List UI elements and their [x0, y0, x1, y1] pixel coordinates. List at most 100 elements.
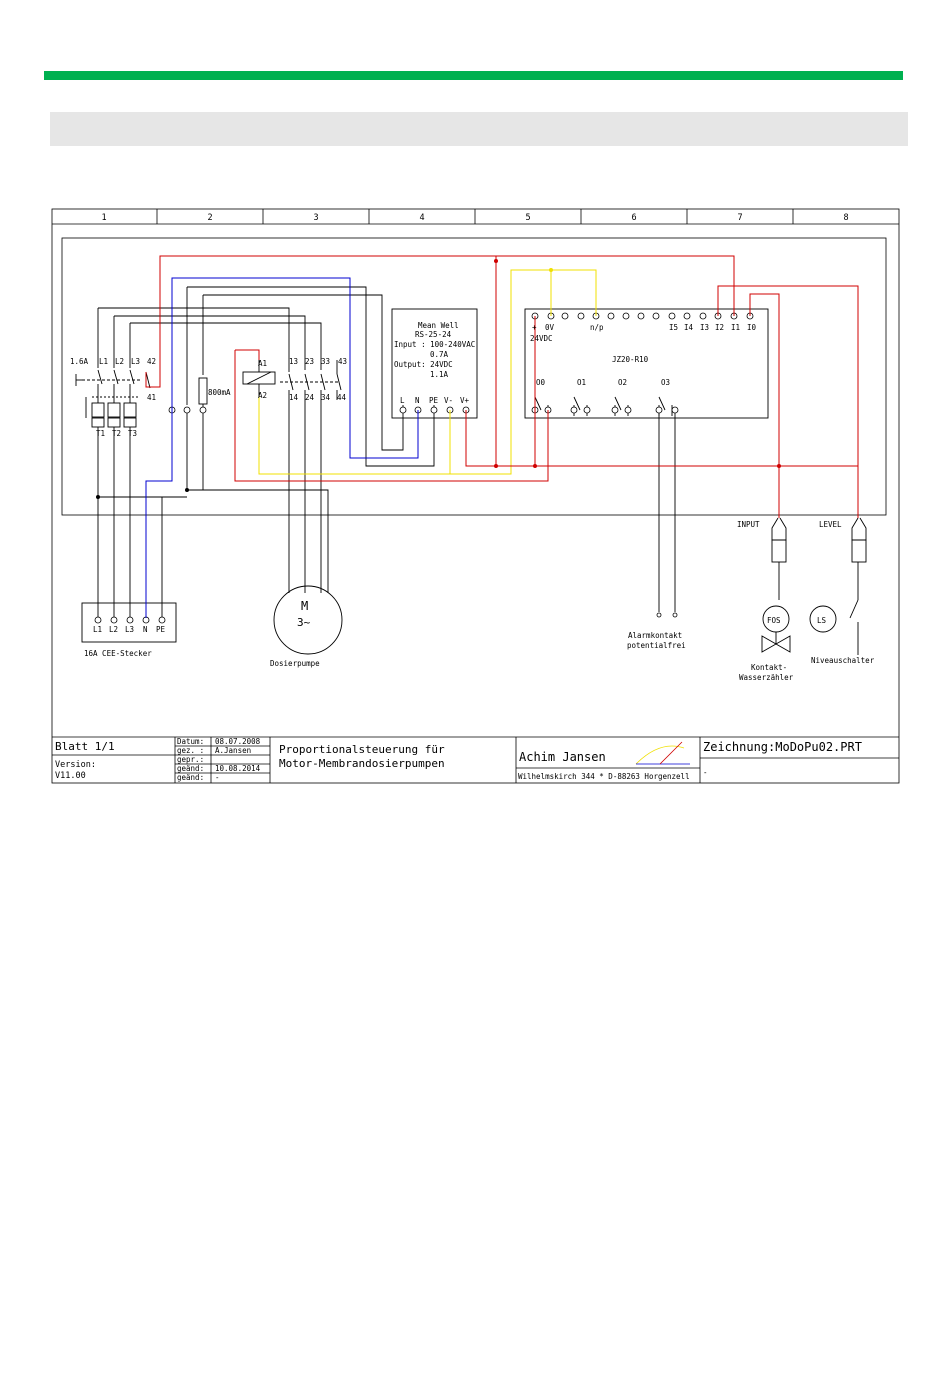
- breaker-out-t2: T2: [112, 429, 121, 438]
- plug-l1: L1: [93, 625, 102, 634]
- version-value: V11.00: [55, 771, 86, 781]
- contact-23: 23: [305, 357, 314, 366]
- contact-14: 14: [289, 393, 299, 402]
- level-switch-symbol: LS: [817, 616, 827, 625]
- datum-value: 08.07.2008: [215, 737, 261, 746]
- blue-wiring: [145, 277, 419, 618]
- geaend2-value: -: [215, 773, 220, 782]
- psu-output: Output: 24VDC: [394, 360, 453, 369]
- column-number: 1: [101, 213, 106, 223]
- breaker-aux-out: 41: [147, 393, 156, 402]
- alarm-line1: Alarmkontakt: [628, 631, 682, 640]
- psu-vplus: V+: [460, 396, 470, 405]
- plc-i1: I1: [731, 323, 740, 332]
- breaker-out-t1: T1: [96, 429, 105, 438]
- column-number: 4: [419, 213, 424, 223]
- junction-dots-black: [96, 488, 189, 499]
- breaker-in-l2: L2: [115, 357, 124, 366]
- subheader-bar: [50, 112, 908, 146]
- psu-model: RS-25-24: [415, 330, 452, 339]
- plc-i4: I4: [684, 323, 694, 332]
- motor-label: Dosierpumpe: [270, 659, 320, 668]
- column-number: 5: [525, 213, 530, 223]
- input-label: INPUT: [737, 520, 760, 529]
- plug-l3: L3: [125, 625, 134, 634]
- breaker-aux-in: 42: [147, 357, 156, 366]
- plc-o3: O3: [661, 378, 670, 387]
- plc-supply: 24VDC: [530, 334, 553, 343]
- gepr-label: gepr.:: [177, 755, 204, 764]
- breaker-labels: 1.6A L1 L2 L3 42 41 T1 T2 T3 800mA: [70, 357, 231, 438]
- title-block-text: Blatt 1/1 Version: V11.00 Datum: 08.07.2…: [55, 737, 862, 782]
- plc-o1: O1: [577, 378, 586, 387]
- plug-l2: L2: [109, 625, 118, 634]
- psu-output-current: 1.1A: [430, 370, 449, 379]
- contact-44: 44: [337, 393, 347, 402]
- psu-n: N: [415, 396, 420, 405]
- flowmeter-symbol: FOS: [767, 616, 781, 625]
- column-number: 8: [843, 213, 848, 223]
- breaker-rating: 1.6A: [70, 357, 89, 366]
- coil-a1: A1: [258, 359, 267, 368]
- level-label: LEVEL: [819, 520, 842, 529]
- psu-l: L: [400, 396, 405, 405]
- psu-input: Input : 100-240VAC: [394, 340, 475, 349]
- title-line2: Motor-Membrandosierpumpen: [279, 757, 445, 770]
- gez-label: gez. :: [177, 746, 204, 755]
- plc-i0: I0: [747, 323, 757, 332]
- coil-a2: A2: [258, 391, 267, 400]
- gez-value: A.Jansen: [215, 746, 251, 755]
- drawing-note: -: [703, 768, 708, 777]
- psu-pe: PE: [429, 396, 439, 405]
- column-number: 2: [207, 213, 212, 223]
- motor-symbol: M: [301, 599, 308, 613]
- alarm-line2: potentialfrei: [627, 641, 686, 650]
- drawing-name: Zeichnung:MoDoPu02.PRT: [703, 740, 862, 754]
- contact-33: 33: [321, 357, 330, 366]
- plc-np: n/p: [590, 323, 604, 332]
- plc-i3: I3: [700, 323, 709, 332]
- flowmeter-line1: Kontakt-: [751, 663, 787, 672]
- geaend2-label: geänd:: [177, 773, 204, 782]
- column-number: 3: [313, 213, 318, 223]
- breaker-out-t3: T3: [128, 429, 137, 438]
- column-numbers: 1 2 3 4 5 6 7 8: [101, 213, 848, 223]
- plc-labels: + 0V n/p 24VDC I5 I4 I3 I2 I1 I0 JZ20-R1…: [530, 323, 757, 387]
- junction-dots-yellow: [549, 268, 553, 272]
- contact-34: 34: [321, 393, 331, 402]
- psu-input-current: 0.7A: [430, 350, 449, 359]
- sheet-number: Blatt 1/1: [55, 740, 115, 753]
- breaker-in-l3: L3: [131, 357, 140, 366]
- author-name: Achim Jansen: [519, 750, 606, 764]
- flowmeter-line2: Wasserzähler: [739, 673, 794, 682]
- contact-13: 13: [289, 357, 298, 366]
- author-address: Wilhelmskirch 344 * D-88263 Horgenzell: [518, 772, 690, 781]
- yellow-wiring: [258, 269, 597, 475]
- plug-label: 16A CEE-Stecker: [84, 649, 152, 658]
- column-number: 6: [631, 213, 636, 223]
- fuse-rating: 800mA: [208, 388, 231, 397]
- contact-24: 24: [305, 393, 315, 402]
- header-bar: [44, 71, 903, 80]
- motor-labels: M 3~ Dosierpumpe: [270, 599, 320, 668]
- plc-name: JZ20-R10: [612, 355, 649, 364]
- datum-label: Datum:: [177, 737, 204, 746]
- red-wiring: [145, 255, 859, 518]
- breaker-in-l1: L1: [99, 357, 108, 366]
- plc-o0: O0: [536, 378, 546, 387]
- column-number: 7: [737, 213, 742, 223]
- plc-o2: O2: [618, 378, 627, 387]
- peripheral-labels: Alarmkontakt potentialfrei INPUT LEVEL F…: [627, 520, 875, 682]
- motor-phase: 3~: [297, 616, 311, 629]
- junction-dots: [494, 259, 781, 468]
- plug-labels: L1 L2 L3 N PE 16A CEE-Stecker: [84, 625, 166, 658]
- title-block: [52, 736, 899, 783]
- psu-brand: Mean Well: [418, 321, 459, 330]
- plc-i5: I5: [669, 323, 678, 332]
- psu-labels: Mean Well RS-25-24 Input : 100-240VAC 0.…: [394, 321, 475, 405]
- plc-0v: 0V: [545, 323, 555, 332]
- version-label: Version:: [55, 760, 96, 770]
- plc-plus: +: [532, 323, 537, 332]
- contactor-labels: A1 A2 13 23 33 43 14 24 34 44: [258, 357, 347, 402]
